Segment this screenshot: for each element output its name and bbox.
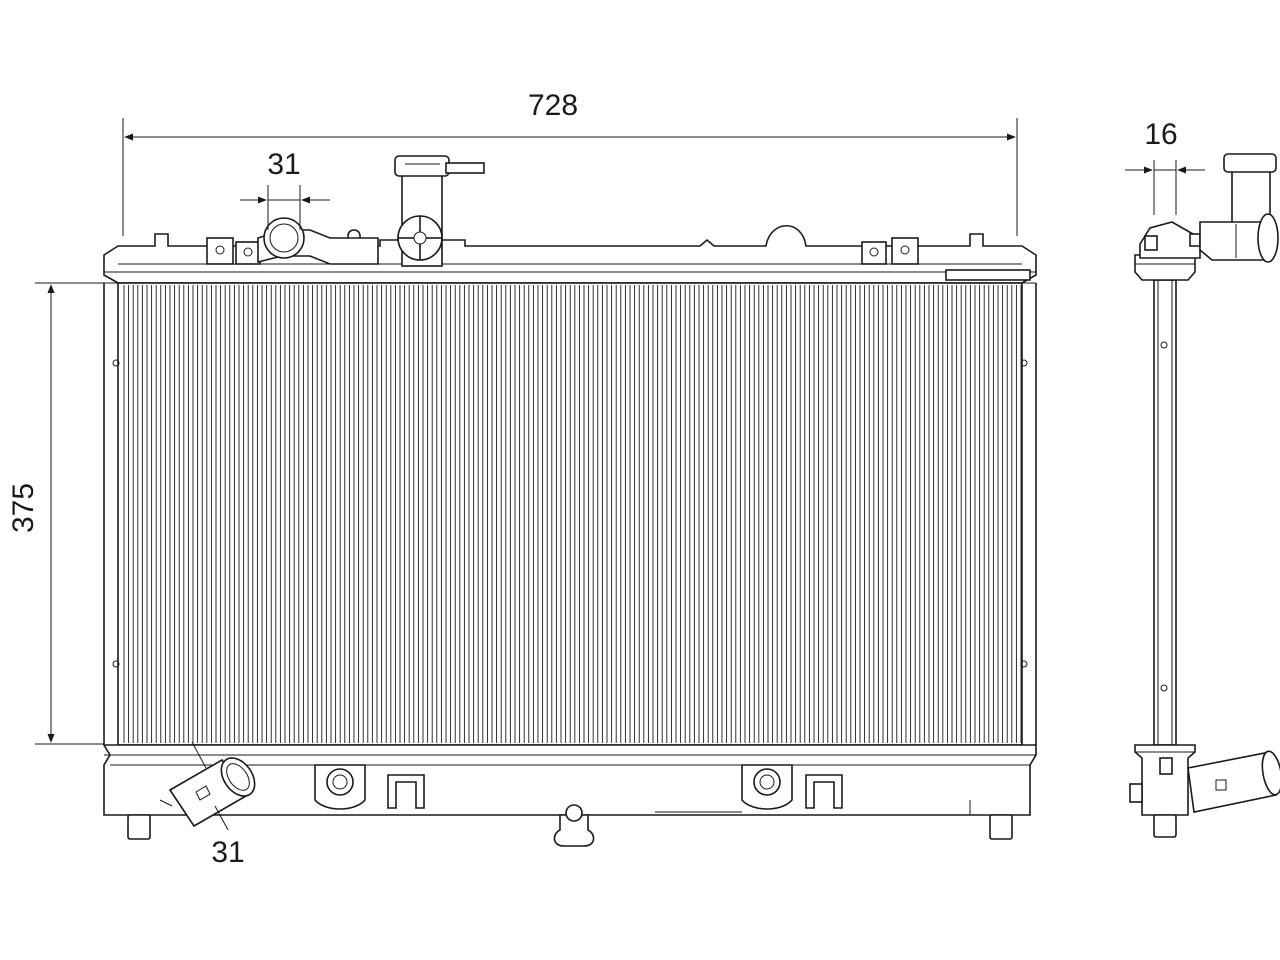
height-label: 375 (7, 483, 40, 533)
filler-neck-cap (394, 155, 485, 267)
dimension-outlet: 31 (191, 741, 245, 869)
dimension-thickness: 16 (1125, 118, 1205, 215)
core-fins (123, 285, 1022, 743)
inlet-label: 31 (267, 148, 300, 181)
side-view (1129, 153, 1280, 838)
outlet-label: 31 (211, 836, 244, 869)
dimension-inlet: 31 (240, 148, 330, 230)
upper-inlet-pipe (257, 217, 379, 265)
dimension-height: 375 (7, 282, 104, 745)
width-label: 728 (528, 89, 578, 122)
top-tank (103, 224, 1037, 284)
front-view (102, 155, 1037, 847)
thickness-label: 16 (1144, 118, 1177, 151)
dimension-width: 728 (122, 89, 1018, 236)
lower-outlet-pipe (159, 757, 256, 828)
bottom-tank (102, 744, 1037, 847)
